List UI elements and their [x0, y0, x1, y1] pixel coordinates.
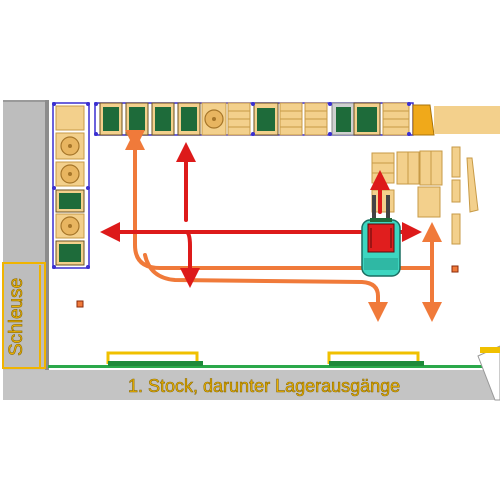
cable-reel-icon [55, 213, 85, 239]
loading-bay-left [106, 351, 203, 366]
cable-reel-icon [55, 161, 85, 187]
pallet-icon [331, 102, 355, 136]
exit-chute [412, 104, 500, 136]
floor-edge-line [48, 365, 500, 368]
pallet-icon [253, 102, 279, 136]
pallet-icon [55, 189, 85, 213]
floor-label: 1. Stock, darunter Lagerausgänge [128, 376, 400, 396]
left-conveyor [52, 102, 90, 269]
pallet-icon [99, 102, 123, 136]
floor-marker [451, 265, 459, 273]
red-route [100, 142, 422, 288]
pallet-icon [279, 102, 303, 136]
cable-reel-icon [55, 132, 85, 160]
cable-reel-icon [201, 102, 227, 136]
lock-label: Schleuse [6, 278, 27, 356]
pallet-icon [151, 102, 175, 136]
wall-bottom [3, 370, 500, 400]
orange-route [125, 130, 442, 322]
pallet-icon [353, 102, 381, 136]
pallet-icon [125, 102, 149, 136]
pallet-icon [382, 102, 410, 136]
pallet-icon [304, 102, 328, 136]
pallet-icon [227, 102, 251, 136]
lock-room: Schleuse [2, 262, 46, 369]
floor-marker [76, 300, 84, 308]
pallet-icon [55, 240, 85, 266]
pallet-icon [177, 102, 201, 136]
corner-chute [477, 345, 500, 401]
forklift-icon [361, 195, 401, 277]
wall-top-left [3, 100, 47, 102]
top-conveyor [94, 102, 500, 136]
wall-divider [45, 100, 49, 372]
loading-bay-right [327, 351, 424, 366]
